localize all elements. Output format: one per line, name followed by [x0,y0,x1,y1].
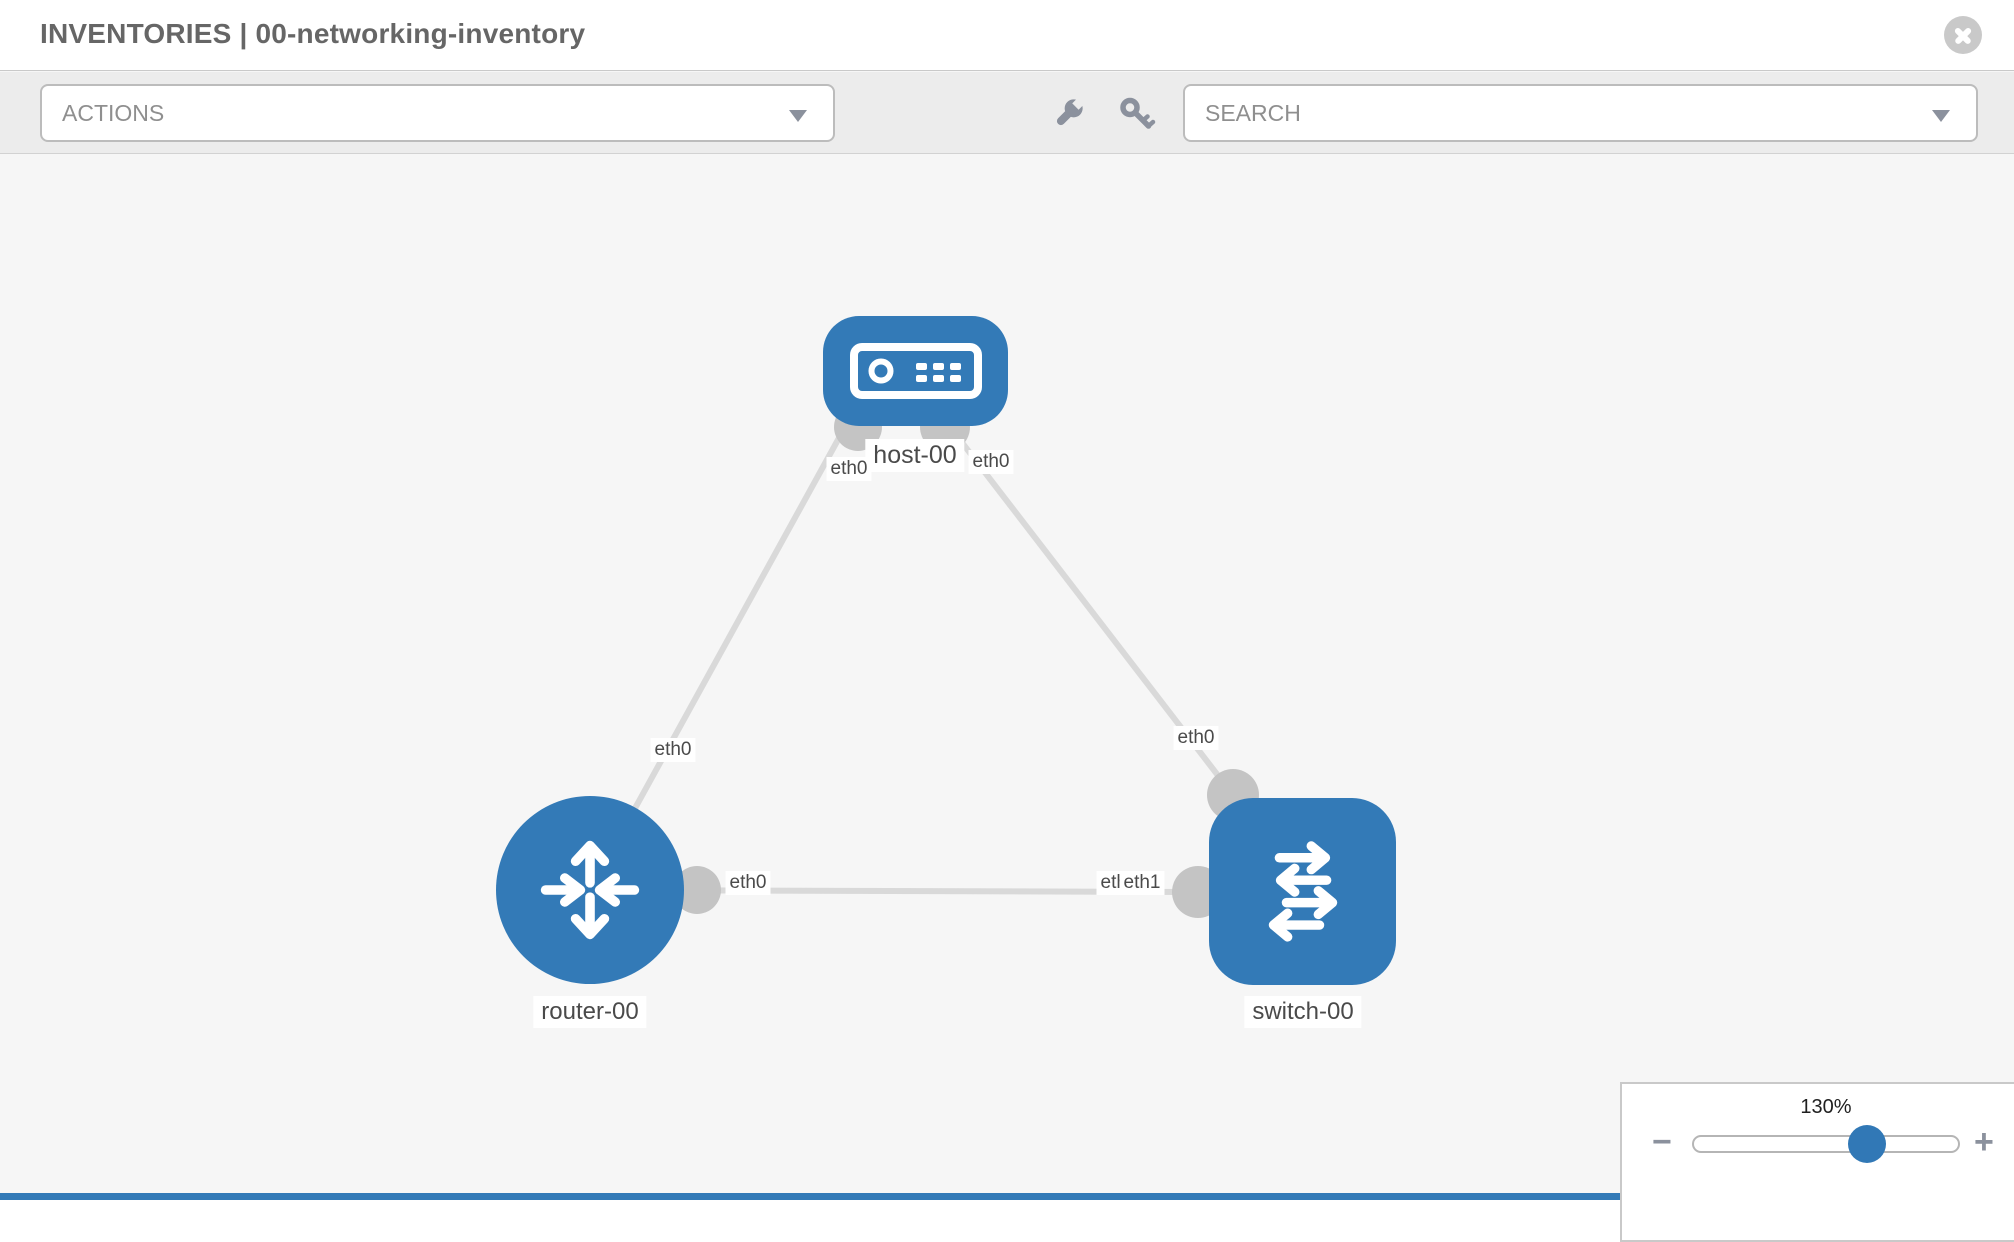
port-label-eth0: eth0 [650,738,696,762]
zoom-out-button[interactable]: − [1652,1122,1672,1162]
title-bar: INVENTORIES | 00-networking-inventory [0,0,2014,71]
link-endpoint [673,866,721,914]
links-layer [587,402,1259,918]
toolbar: ACTIONS SEARC [0,72,2014,154]
key-icon [1120,97,1156,129]
node-label-router-00: router-00 [533,996,647,1028]
plus-icon: + [1974,1123,1994,1161]
port-label-eth0: eth0 [725,871,771,895]
port-label-eth0: eth0 [1173,726,1219,750]
bottom-accent-bar [0,1193,1620,1200]
switch-arrows-icon [1268,840,1337,942]
node-host-00[interactable] [823,316,1008,426]
zoom-level-value: 130% [1800,1096,1852,1118]
node-label-switch-00: switch-00 [1244,996,1362,1028]
node-label-host-00: host-00 [865,439,965,472]
chevron-down-icon [1932,110,1950,122]
tools-button[interactable] [1048,94,1088,134]
page-title: INVENTORIES | 00-networking-inventory [40,18,586,49]
router-arrows-icon [540,840,640,940]
chevron-down-icon [789,110,807,122]
node-switch-00[interactable] [1209,798,1396,985]
wrench-icon [1056,96,1086,126]
port-label-eth1: eth1 [1119,871,1165,895]
search-dropdown-label: SEARCH [1205,100,1301,126]
zoom-slider-thumb[interactable] [1848,1125,1886,1163]
port-label-eth0: eth0 [968,450,1014,474]
credentials-button[interactable] [1116,94,1156,134]
search-dropdown[interactable]: SEARCH [1183,84,1978,142]
zoom-slider[interactable] [1692,1125,1960,1163]
zoom-in-button[interactable]: + [1974,1122,1994,1162]
close-button[interactable] [1944,16,1982,54]
actions-dropdown-label: ACTIONS [62,100,165,126]
zoom-control-panel: 130% − + [1620,1082,2014,1242]
actions-dropdown[interactable]: ACTIONS [40,84,835,142]
server-icon [849,343,982,399]
port-label-eth0: eth0 [826,457,872,481]
topology-canvas[interactable]: host-00 router-00 switch-00 eth0 eth0 et… [0,155,2014,1200]
node-router-00[interactable] [496,796,684,984]
minus-icon: − [1652,1123,1672,1161]
